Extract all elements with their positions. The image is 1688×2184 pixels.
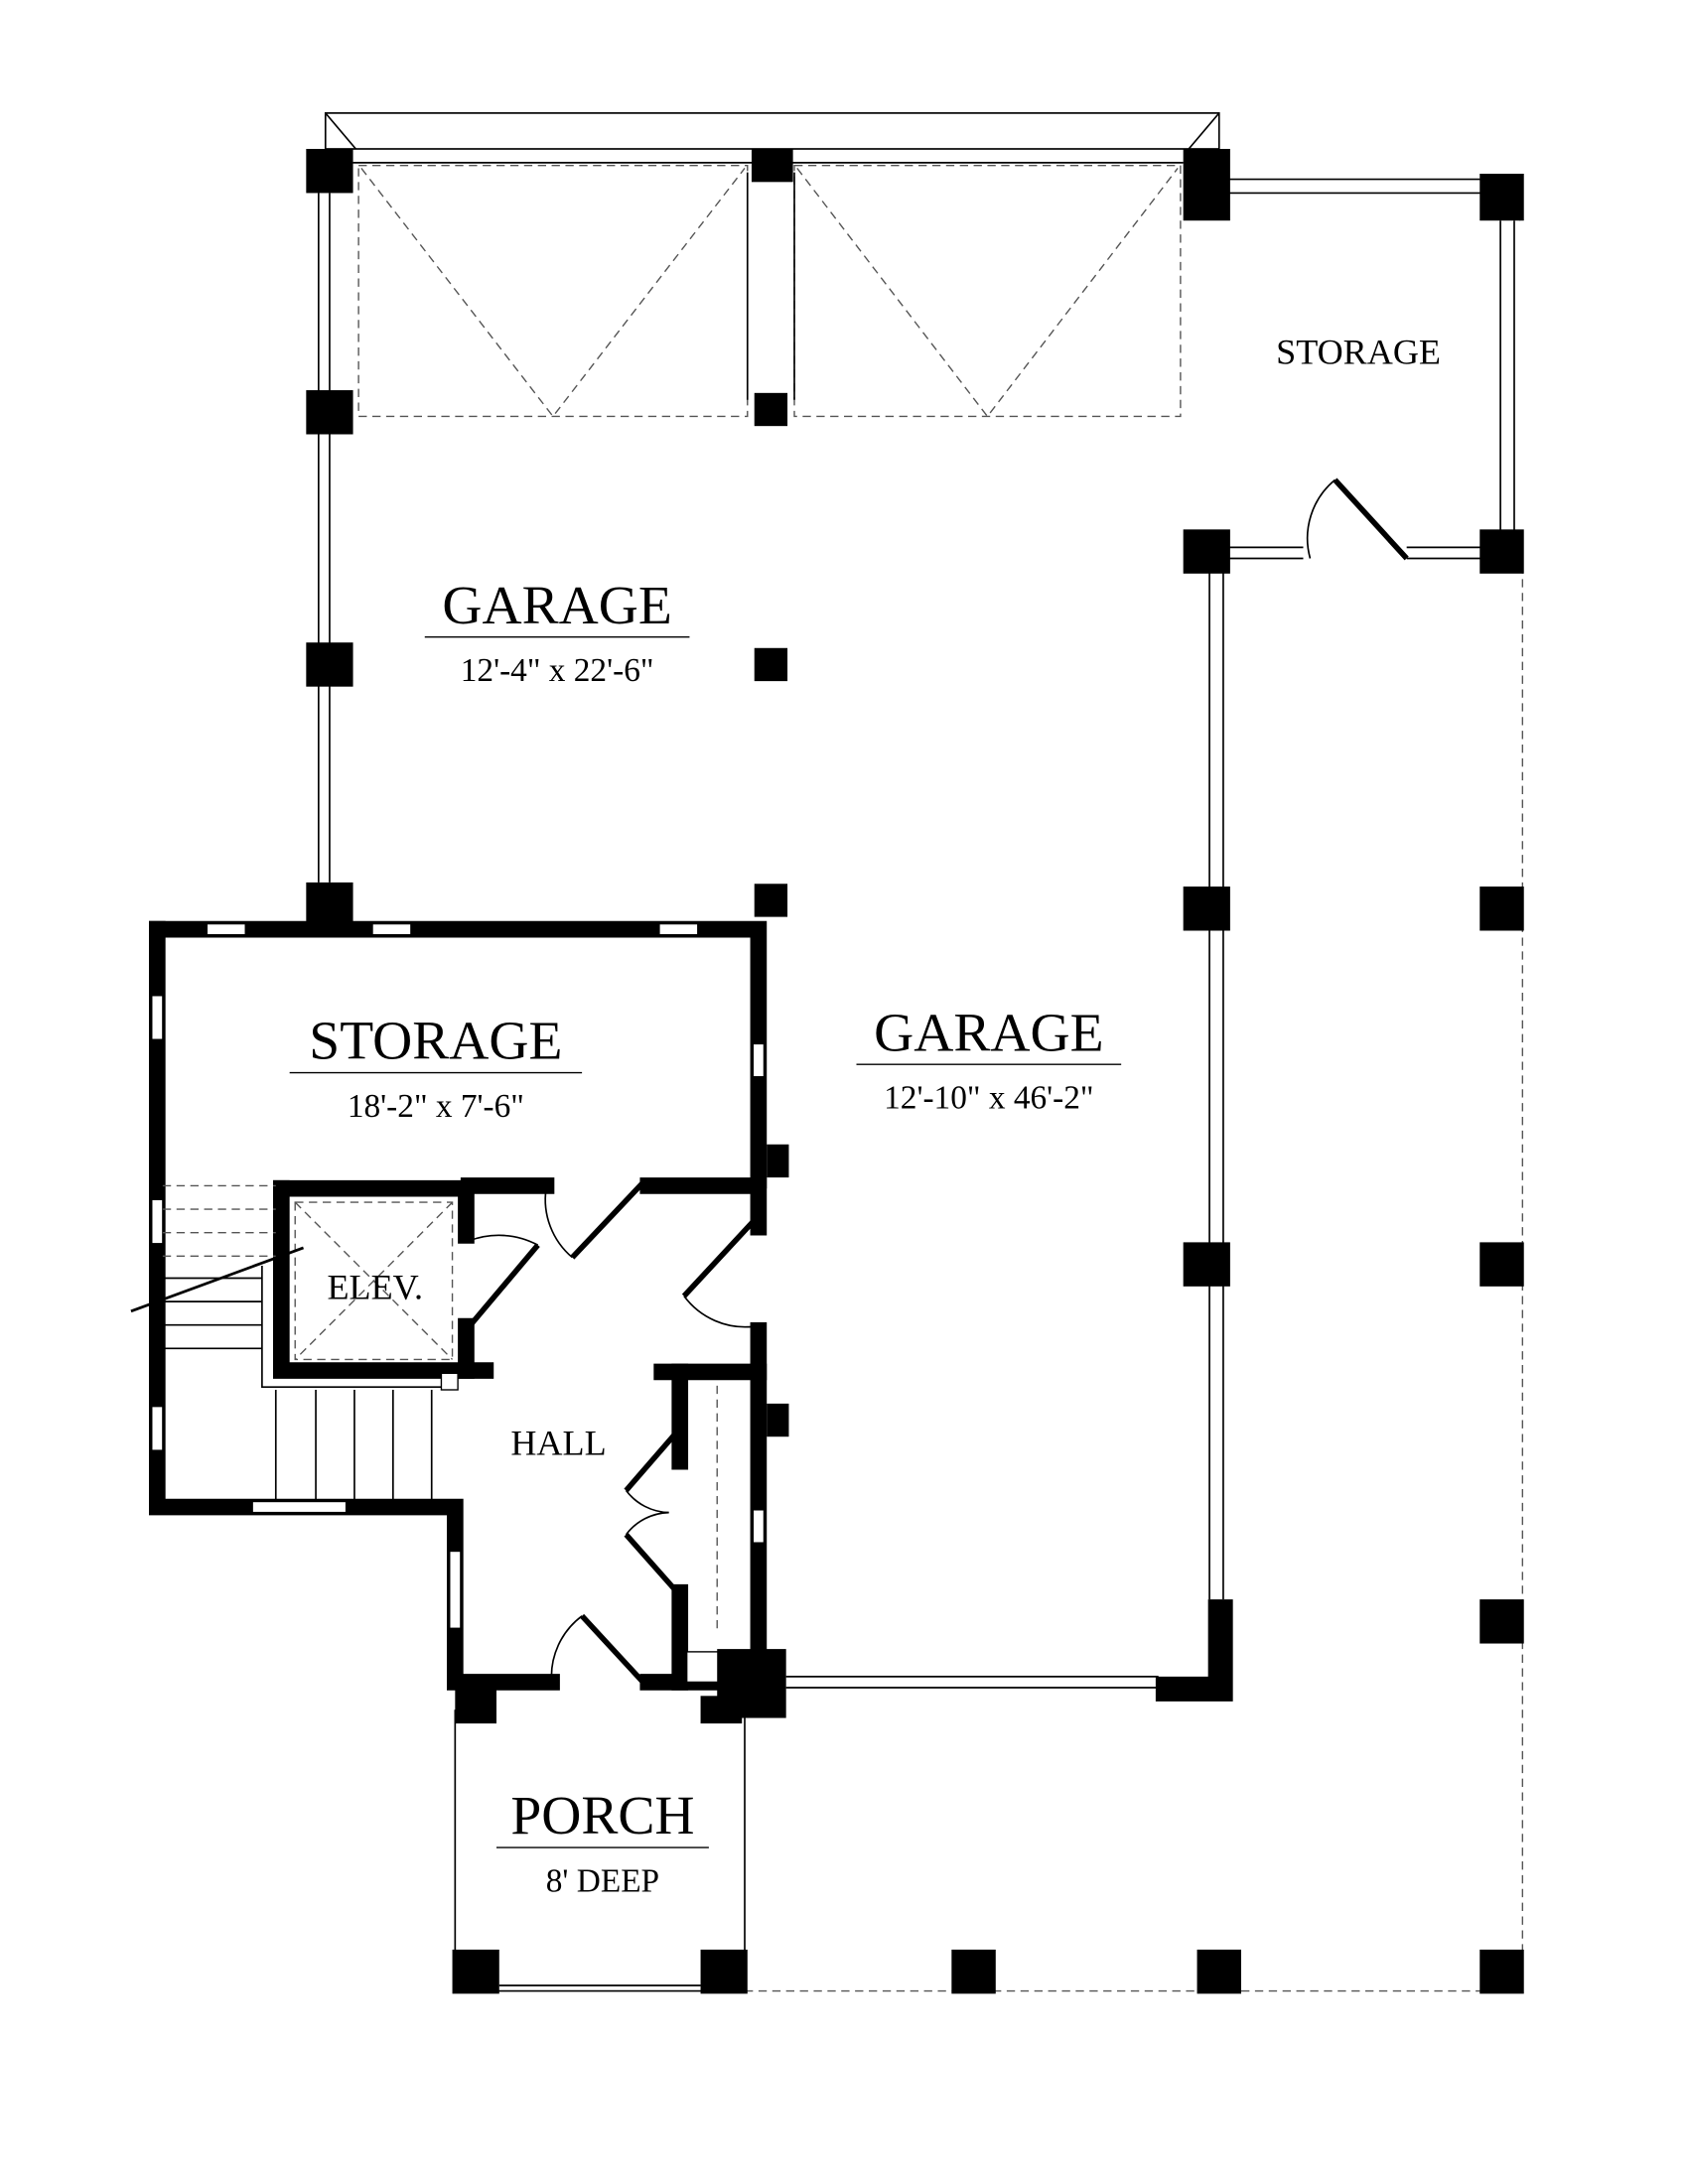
- garage-left-name: GARAGE: [442, 575, 671, 636]
- windows: [151, 922, 766, 1629]
- elevator-label: ELEV.: [327, 1267, 423, 1306]
- porch-name: PORCH: [510, 1785, 694, 1846]
- storage-right-walls: [1227, 174, 1521, 561]
- doors: [468, 1180, 757, 1690]
- posts: [306, 149, 1524, 1994]
- storage-right-name: STORAGE: [1276, 333, 1441, 372]
- hall-label: HALL: [510, 1423, 606, 1462]
- garage-main-name: GARAGE: [874, 1002, 1103, 1063]
- porch-outline: [454, 1709, 746, 1992]
- garage-right-wall: [785, 572, 1233, 1702]
- stairs: [130, 1184, 459, 1501]
- garage-main-size: 12'-10" x 46'-2": [884, 1080, 1093, 1117]
- garage-center-line: [746, 172, 795, 400]
- porch-size: 8' DEEP: [546, 1863, 659, 1900]
- garage-left-wall: [318, 193, 331, 883]
- garage-door-left: [357, 164, 749, 418]
- elevator-shaft: [273, 1179, 494, 1379]
- carport-outline: [745, 551, 1524, 1992]
- storage-left-name: STORAGE: [309, 1011, 562, 1072]
- garage-door-right: [793, 164, 1182, 418]
- garage-left-size: 12'-4" x 22'-6": [461, 652, 654, 689]
- storage-left-size: 18'-2" x 7'-6": [348, 1088, 524, 1125]
